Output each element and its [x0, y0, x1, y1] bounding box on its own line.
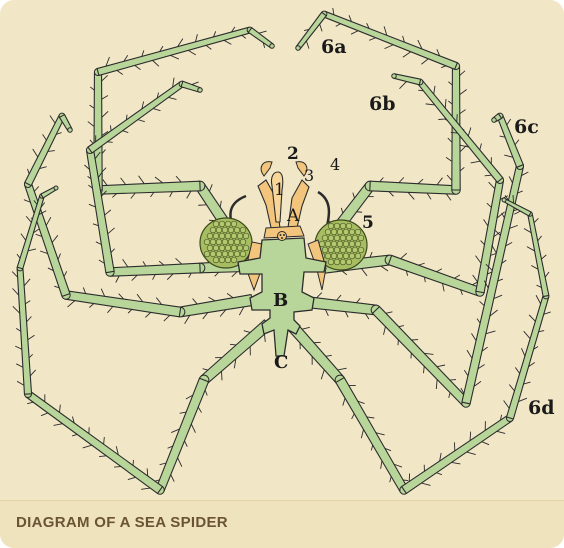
label-3: 3: [304, 166, 314, 185]
label-1: 1: [274, 180, 285, 200]
label-6a: 6a: [321, 36, 347, 58]
caption-bar: DIAGRAM OF A SEA SPIDER: [0, 500, 564, 548]
label-5: 5: [362, 213, 374, 233]
label-2: 2: [287, 144, 299, 164]
label-6b: 6b: [369, 93, 396, 115]
label-A: A: [286, 206, 300, 226]
label-B: B: [273, 290, 288, 311]
label-6c: 6c: [514, 116, 539, 138]
label-6d: 6d: [528, 397, 555, 419]
sea-spider-illustration: 1 2 3 4 5 A B C 6a 6b 6c 6d: [0, 0, 564, 500]
label-4: 4: [330, 155, 340, 174]
label-C: C: [274, 352, 288, 373]
figure-caption: DIAGRAM OF A SEA SPIDER: [16, 514, 228, 531]
leg-1-left: [88, 27, 275, 261]
sea-spider-drawing: 1 2 3 4 5 A B C 6a 6b 6c 6d: [0, 0, 564, 500]
